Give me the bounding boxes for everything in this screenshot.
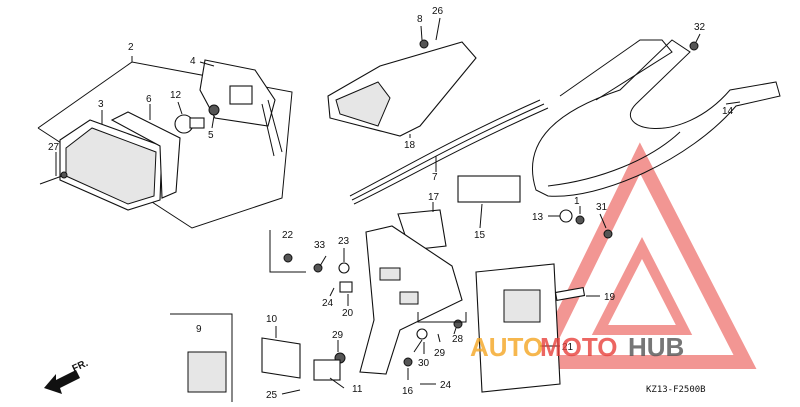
callout-13: 13 [532,212,544,223]
callout-10: 10 [266,314,278,325]
callout-32: 32 [694,22,706,33]
callout-29b: 29 [434,348,446,359]
license-bracket [359,209,463,375]
callout-29a: 29 [332,330,344,341]
callout-30: 30 [418,358,430,369]
callout-8: 8 [417,14,423,25]
direction-label: FR. [71,358,90,375]
wire-harness [349,99,549,205]
watermark-word-auto: AUTO [470,332,543,362]
plate-holder [475,263,561,393]
callout-21: 21 [562,342,574,353]
watermark-triangle [528,142,757,369]
callout-11: 11 [352,384,363,395]
callout-17: 17 [428,192,440,203]
callout-12: 12 [170,90,182,101]
diagram-code: KZ13-F2500B [646,385,706,395]
callout-24b: 24 [440,380,452,391]
callout-24a: 24 [322,298,334,309]
callout-28: 28 [452,334,464,345]
callout-labels: 1 2 3 4 5 6 7 8 9 10 11 12 13 14 15 16 1… [48,6,734,401]
rear-frame [457,39,781,203]
callout-4: 4 [190,56,196,67]
callout-27: 27 [48,142,60,153]
callout-7: 7 [432,172,438,183]
watermark-word-moto: MOTO [540,332,618,362]
callout-18: 18 [404,140,416,151]
rear-cover [327,39,477,137]
callout-22: 22 [282,230,294,241]
watermark-logo: AUTO MOTO HUB [470,332,684,362]
callout-20: 20 [342,308,354,319]
callout-1: 1 [574,196,580,207]
callout-19: 19 [604,292,616,303]
callout-5: 5 [208,130,214,141]
callout-2: 2 [128,42,134,53]
callout-3: 3 [98,99,104,110]
callout-9: 9 [196,324,202,335]
callout-6: 6 [146,94,152,105]
callout-16: 16 [402,386,414,397]
callout-31: 31 [596,202,608,213]
group-bracket-29 [417,312,467,323]
leader-lines [55,17,741,395]
front-direction-arrow: FR. [44,358,90,394]
callout-33: 33 [314,240,326,251]
reflectors [170,313,301,402]
tail-light-assembly [37,59,293,229]
group-bracket-22 [269,230,306,273]
watermark-word-hub: HUB [628,332,684,362]
callout-15: 15 [474,230,486,241]
callout-23: 23 [338,236,350,247]
callout-25: 25 [266,390,278,401]
callout-26: 26 [432,6,444,17]
callout-14: 14 [722,106,734,117]
